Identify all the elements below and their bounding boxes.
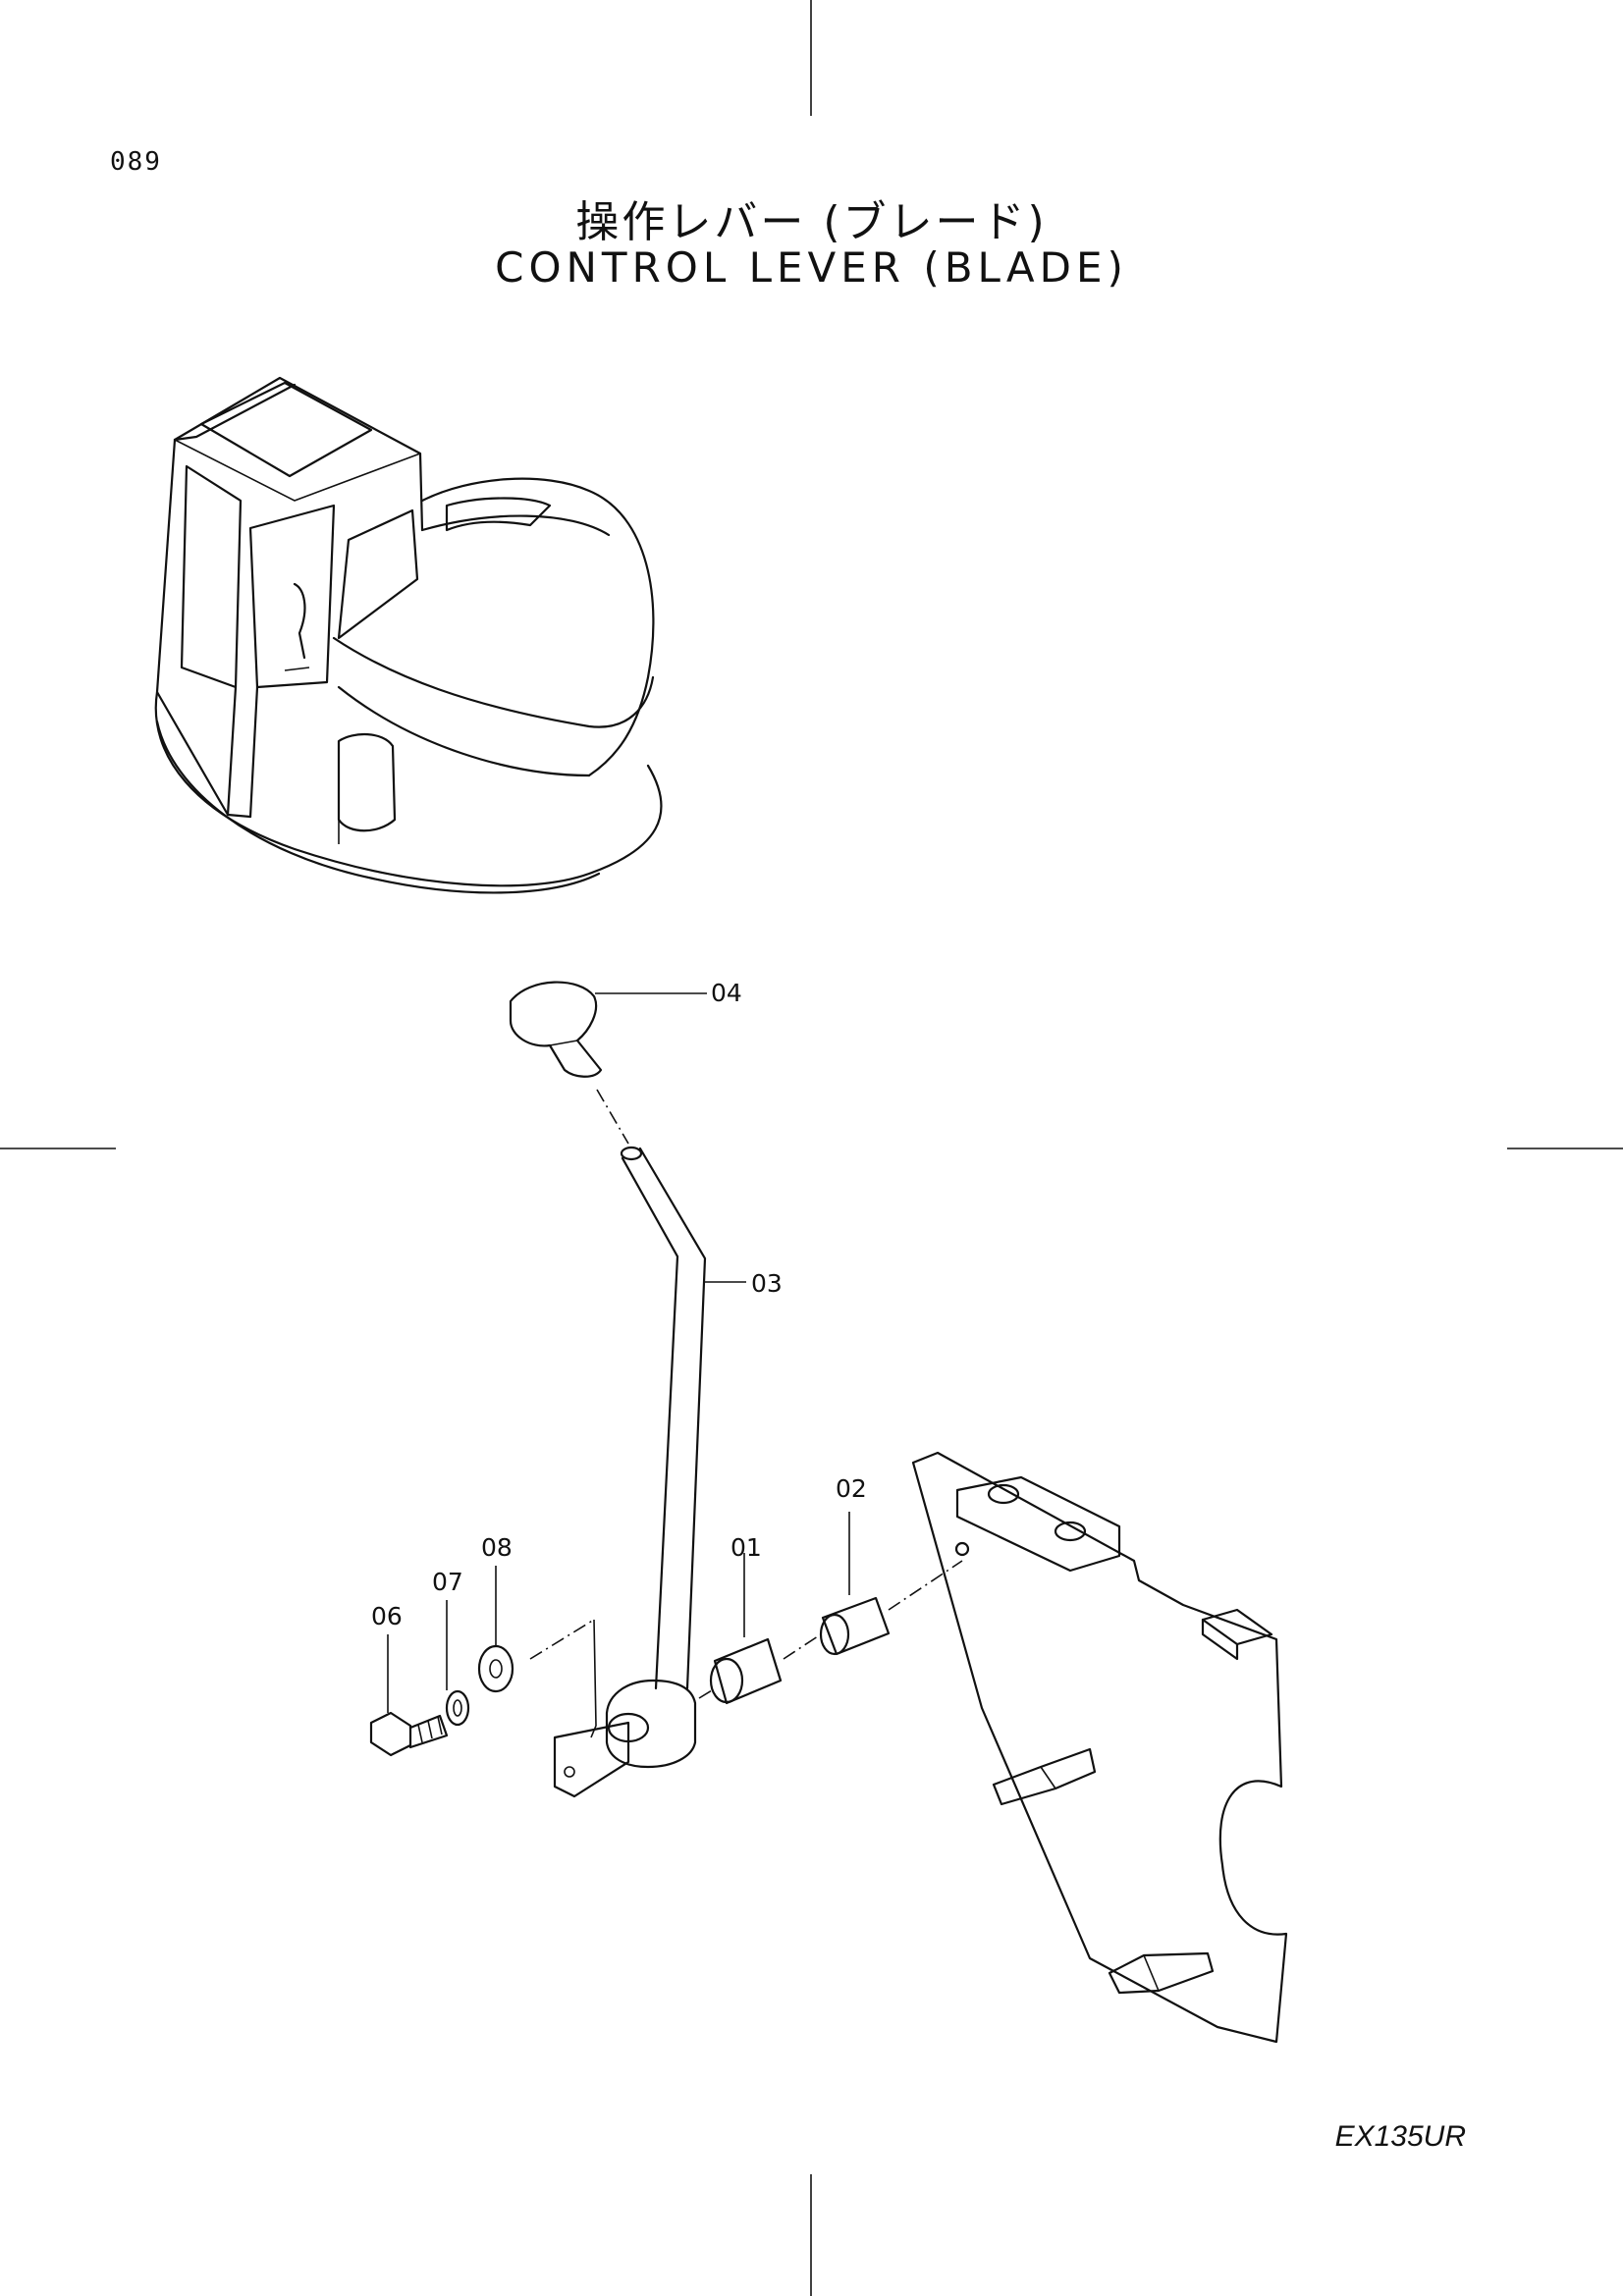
- bolt-06: [369, 1634, 449, 1757]
- model-code: EX135UR: [1334, 2120, 1466, 2153]
- assembly-center-lines: [529, 1560, 963, 1738]
- label-part-01: 01: [730, 1533, 762, 1562]
- label-part-04: 04: [711, 979, 742, 1007]
- bracket-plate: [911, 1451, 1288, 2044]
- spring-washer-08: [445, 1600, 470, 1727]
- machine-overview-illustration: [154, 376, 663, 894]
- label-part-03: 03: [751, 1269, 783, 1298]
- title-japanese: 操作レバー (ブレード): [575, 197, 1048, 247]
- bushing-01: [709, 1553, 783, 1705]
- lever-03: [553, 1146, 746, 1798]
- label-part-08: 07: [432, 1568, 463, 1596]
- label-part-02: 02: [836, 1474, 867, 1503]
- knob-04: [509, 981, 707, 1078]
- label-part-07: 08: [481, 1533, 513, 1562]
- title-english: CONTROL LEVER (BLADE): [495, 243, 1128, 292]
- label-part-06: 06: [371, 1602, 403, 1630]
- washer-07: [477, 1566, 514, 1693]
- bushing-02: [819, 1512, 891, 1656]
- page-number: 089: [110, 147, 162, 177]
